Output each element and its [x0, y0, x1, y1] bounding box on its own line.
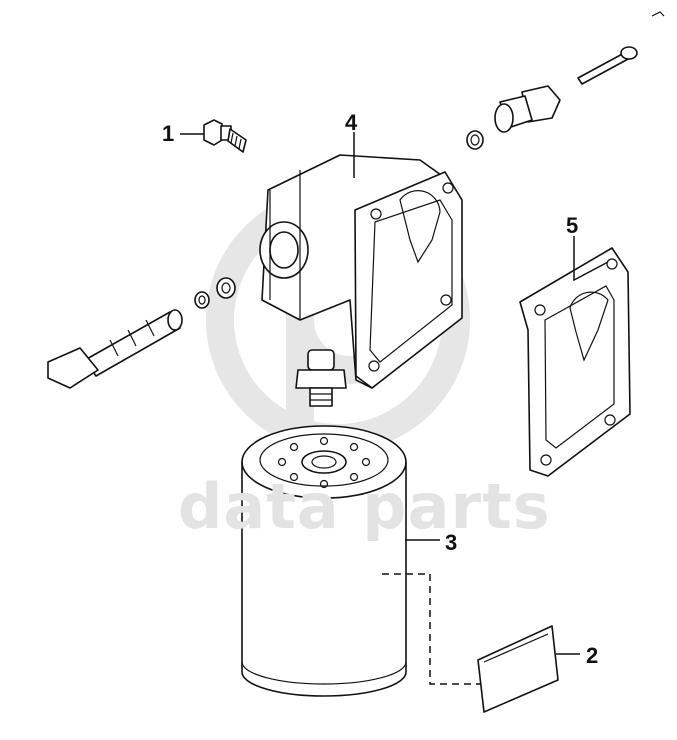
callout-3: 3 — [445, 530, 458, 555]
leader-lines — [180, 132, 609, 685]
filter-head-part — [259, 154, 463, 389]
watermark-text: data parts — [178, 470, 551, 543]
label-plate-part — [477, 625, 559, 713]
filter-cartridge-part — [241, 425, 407, 697]
pin-part — [577, 46, 638, 85]
callout-5: 5 — [566, 213, 579, 238]
washer-parts — [194, 277, 236, 309]
callout-1: 1 — [162, 121, 175, 146]
bolt-part — [203, 119, 247, 153]
callout-2: 2 — [586, 643, 599, 668]
nipple-fitting-part — [295, 349, 347, 407]
callout-4: 4 — [345, 110, 358, 135]
sensor-part — [466, 85, 561, 150]
corner-mark — [651, 11, 665, 17]
valve-part — [47, 309, 183, 389]
gasket-part — [519, 247, 631, 477]
filter-holes — [277, 436, 371, 489]
